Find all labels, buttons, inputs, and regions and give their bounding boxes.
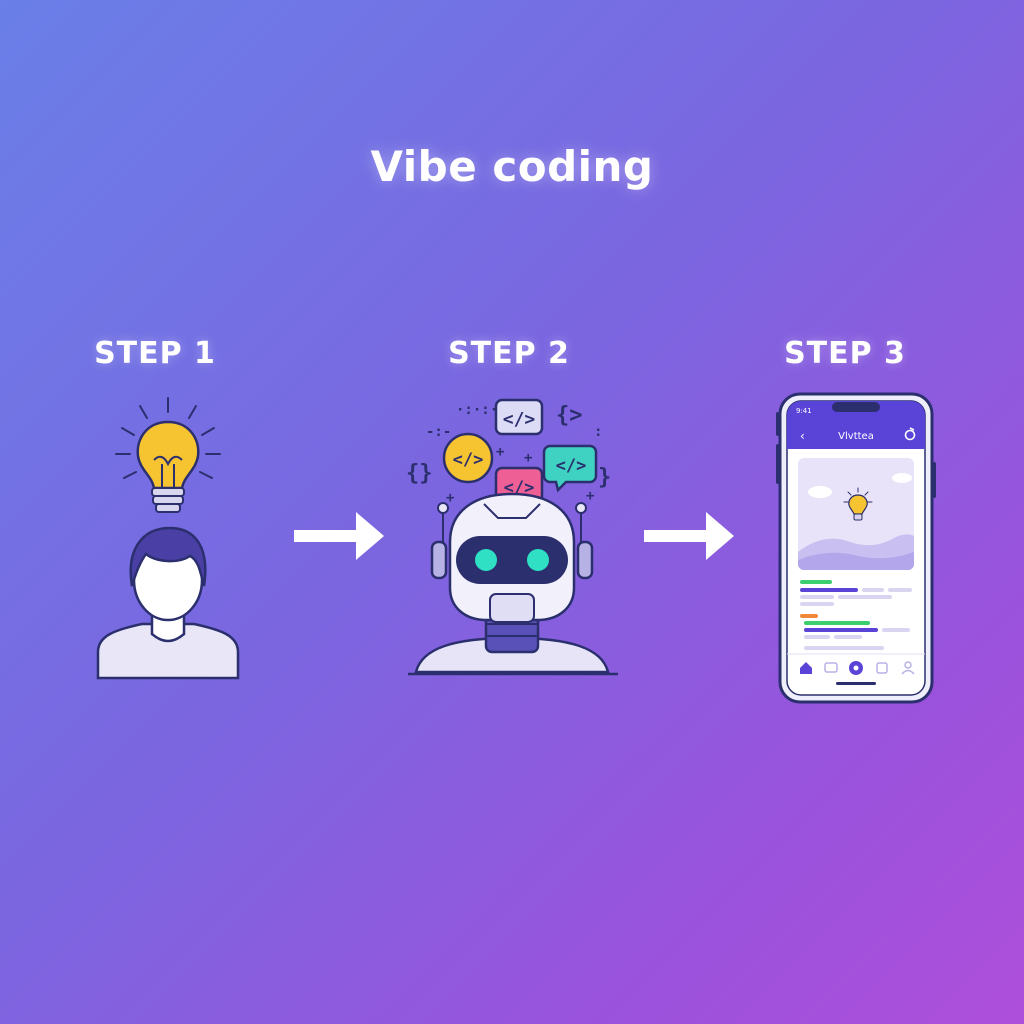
code-bubble-icon: </> <box>494 398 544 436</box>
cards-icon <box>824 662 838 673</box>
home-icon <box>800 662 812 674</box>
svg-text::: : <box>594 424 602 440</box>
phone-app-title: Vlvttea <box>838 431 874 442</box>
svg-text:+: + <box>446 490 454 506</box>
step-1-label: STEP 1 <box>94 336 216 371</box>
robot-with-code-bubbles-icon: </> </> </> </> {} {> } ·:·:· -:- : + + … <box>406 398 618 676</box>
svg-text:+: + <box>496 444 504 460</box>
arrow-right-icon <box>644 512 734 560</box>
edit-icon <box>876 662 888 674</box>
page-title: Vibe coding <box>370 142 654 191</box>
svg-text:+: + <box>586 488 594 504</box>
person-icon <box>96 526 240 680</box>
back-chevron-icon: ‹ <box>800 429 805 443</box>
svg-text:+: + <box>524 450 532 466</box>
svg-text:·:·:·: ·:·:· <box>456 402 498 418</box>
arrow-right-icon <box>294 512 384 560</box>
code-bubble-icon: </> <box>442 432 494 484</box>
smartphone-app-icon: 9:41 ‹ Vlvttea <box>776 392 936 704</box>
person-with-lightbulb-icon <box>96 397 240 680</box>
svg-text:</>: </> <box>453 450 484 470</box>
svg-text:{}: {} <box>406 461 433 486</box>
svg-text:9:41: 9:41 <box>796 407 812 415</box>
refresh-icon <box>904 427 916 441</box>
svg-text:{>: {> <box>556 403 583 428</box>
lightbulb-icon <box>843 487 873 521</box>
svg-text:</>: </> <box>503 409 536 430</box>
svg-text:</>: </> <box>556 456 587 476</box>
svg-text:-:-: -:- <box>426 424 451 440</box>
step-2-label: STEP 2 <box>448 336 570 371</box>
profile-icon <box>901 661 915 675</box>
step-3-label: STEP 3 <box>784 336 906 371</box>
svg-text:}: } <box>598 465 611 490</box>
code-bubble-icon: </> <box>542 444 598 493</box>
robot-icon <box>408 492 618 676</box>
lightbulb-icon <box>115 397 221 513</box>
